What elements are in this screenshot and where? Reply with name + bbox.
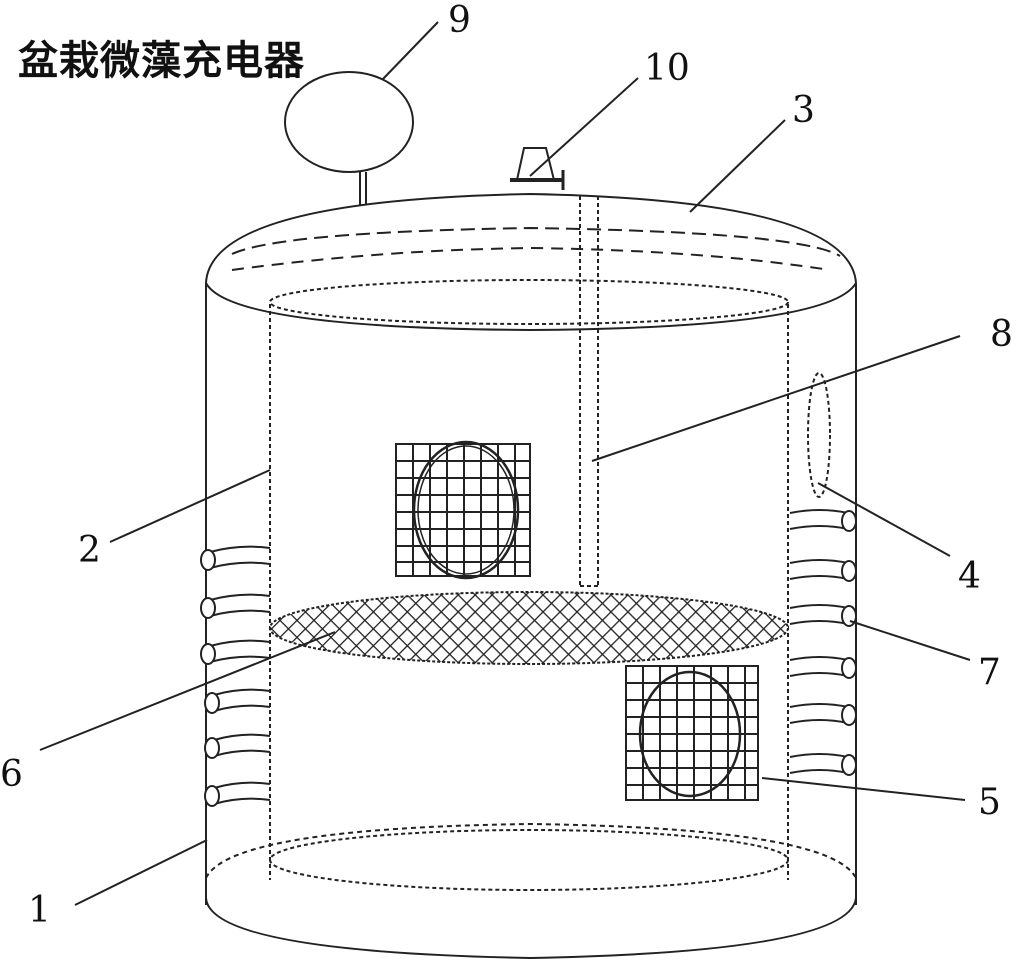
lid: [205, 192, 857, 332]
lower-electrode-grid: [625, 665, 759, 801]
label-3: 3: [792, 90, 815, 131]
gas-balloon: [284, 71, 414, 205]
diagram-title: 盆栽微藻充电器: [18, 38, 305, 84]
separation-mesh: [269, 591, 789, 665]
side-window: [807, 372, 831, 498]
left-coil: [200, 545, 271, 807]
label-5: 5: [978, 782, 1001, 823]
leader-lines: [39, 21, 971, 906]
vertical-tube: [579, 196, 599, 587]
upper-electrode-grid: [395, 440, 531, 580]
label-2: 2: [78, 530, 101, 571]
label-6: 6: [0, 754, 23, 795]
label-10: 10: [644, 48, 690, 89]
right-coil: [789, 509, 857, 776]
label-8: 8: [990, 314, 1013, 355]
label-7: 7: [978, 652, 1001, 693]
valve: [510, 147, 565, 190]
label-1: 1: [28, 890, 51, 931]
label-9: 9: [448, 0, 471, 41]
label-4: 4: [958, 556, 981, 597]
